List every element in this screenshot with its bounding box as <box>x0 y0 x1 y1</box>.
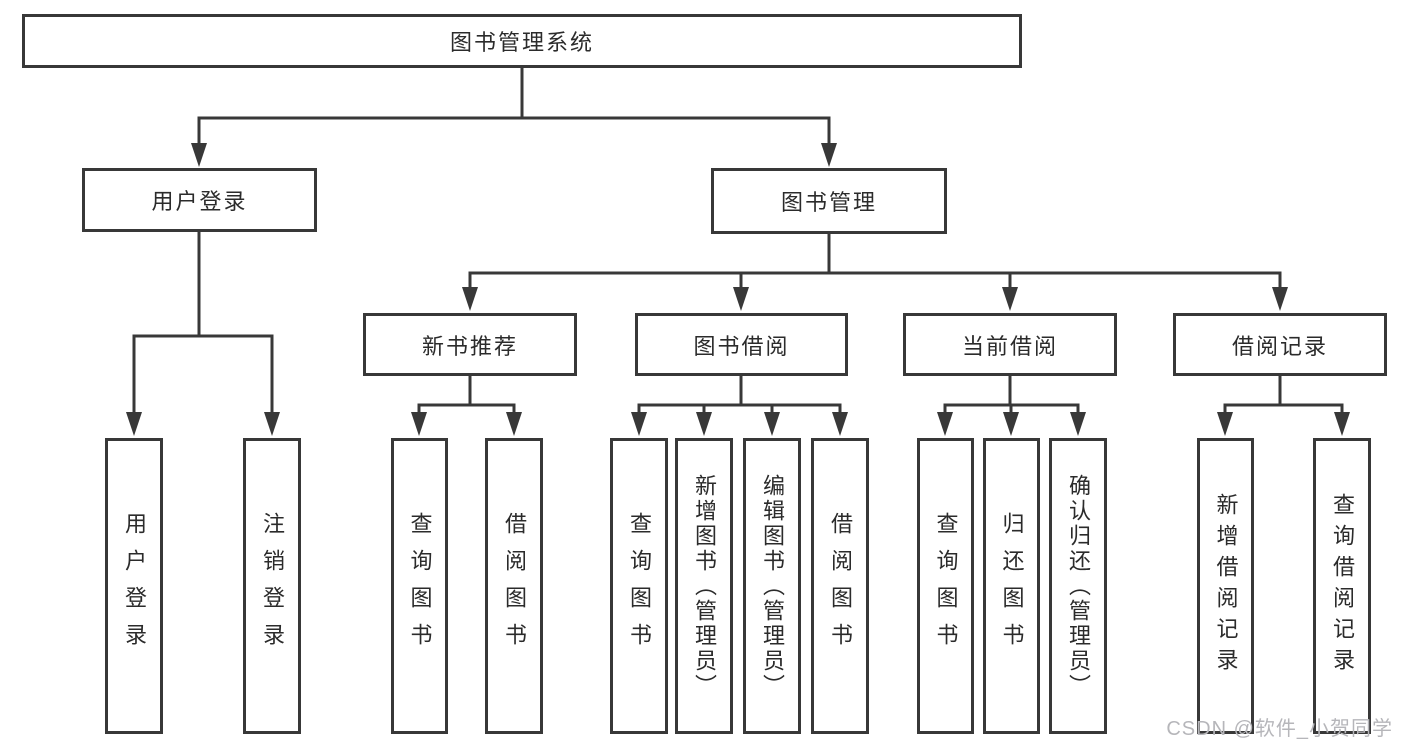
leaf-add-books-admin: 新增图书（管理员） <box>675 438 733 734</box>
leaf-user-login: 用户登录 <box>105 438 163 734</box>
leaf-borrow-books: 借阅图书 <box>811 438 869 734</box>
node-book-management: 图书管理 <box>711 168 947 234</box>
node-library-management-system: 图书管理系统 <box>22 14 1022 68</box>
leaf-edit-books-admin: 编辑图书（管理员） <box>743 438 801 734</box>
leaf-query-books-recommend: 查询图书 <box>391 438 448 734</box>
arrowhead-icons <box>126 143 1350 436</box>
leaf-borrow-books-recommend: 借阅图书 <box>485 438 543 734</box>
leaf-query-borrow-record: 查询借阅记录 <box>1313 438 1371 734</box>
node-borrowing-records: 借阅记录 <box>1173 313 1387 376</box>
node-book-borrowing: 图书借阅 <box>635 313 848 376</box>
leaf-confirm-return-admin: 确认归还（管理员） <box>1049 438 1107 734</box>
node-user-login: 用户登录 <box>82 168 317 232</box>
leaf-logout: 注销登录 <box>243 438 301 734</box>
leaf-query-books-current: 查询图书 <box>917 438 974 734</box>
leaf-query-books-borrow: 查询图书 <box>610 438 668 734</box>
node-new-book-recommendation: 新书推荐 <box>363 313 577 376</box>
leaf-return-books: 归还图书 <box>983 438 1040 734</box>
csdn-watermark: CSDN @软件_小贺同学 <box>1166 718 1393 740</box>
leaf-add-borrow-record: 新增借阅记录 <box>1197 438 1254 734</box>
node-current-borrowing: 当前借阅 <box>903 313 1117 376</box>
